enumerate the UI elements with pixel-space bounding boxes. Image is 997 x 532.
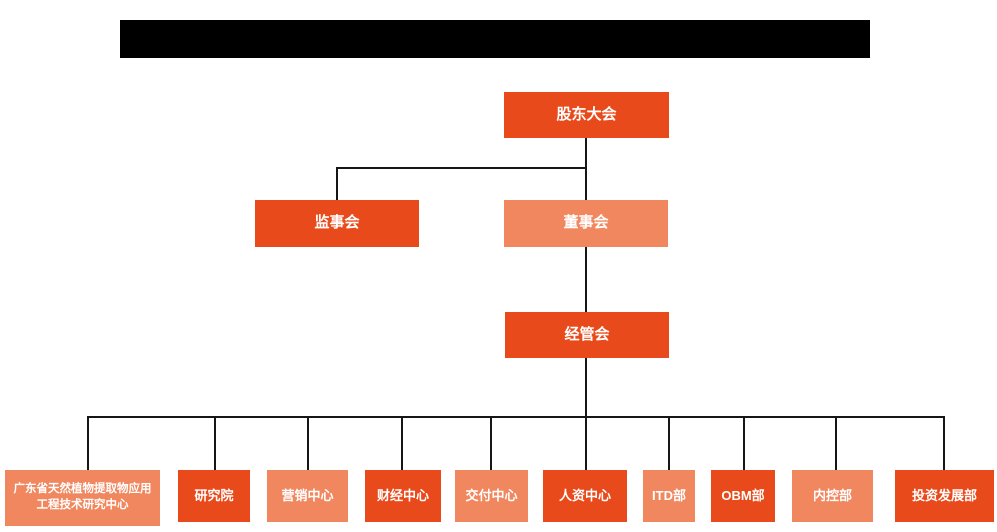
connector-drop-dept-8 [835,416,837,470]
org-node-internal-control-department: 内控部 [792,470,873,522]
org-node-itd-department: ITD部 [643,470,695,522]
org-node-shareholders-meeting: 股东大会 [504,92,669,138]
connector-drop-dept-0 [87,416,89,470]
connector-management-to-bus [585,358,587,418]
connector-level2-horizontal [336,167,587,169]
org-node-investment-development-department: 投资发展部 [895,470,994,522]
connector-drop-dept-9 [943,416,945,470]
connector-drop-dept-5 [585,416,587,470]
org-node-finance-center: 财经中心 [365,470,441,522]
redacted-title-bar [120,20,870,58]
connector-drop-dept-1 [214,416,216,470]
connector-drop-dept-6 [668,416,670,470]
org-node-board-of-supervisors: 监事会 [255,200,419,247]
org-node-gd-plant-extract-research-center: 广东省天然植物提取物应用工程技术研究中心 [5,470,160,526]
org-node-obm-department: OBM部 [711,470,775,522]
connector-drop-dept-4 [490,416,492,470]
org-node-board-of-directors: 董事会 [504,200,668,247]
org-node-management-committee: 经管会 [505,312,669,358]
connector-drop-dept-7 [743,416,745,470]
connector-departments-horizontal [87,416,945,418]
connector-directors-to-management [585,247,587,312]
org-node-marketing-center: 营销中心 [267,470,348,522]
connector-drop-dept-2 [307,416,309,470]
org-node-hr-center: 人资中心 [543,470,627,522]
connector-root-to-directors [585,138,587,200]
org-node-research-institute: 研究院 [178,470,250,522]
connector-to-supervisors [336,167,338,200]
org-node-delivery-center: 交付中心 [455,470,528,522]
connector-drop-dept-3 [401,416,403,470]
